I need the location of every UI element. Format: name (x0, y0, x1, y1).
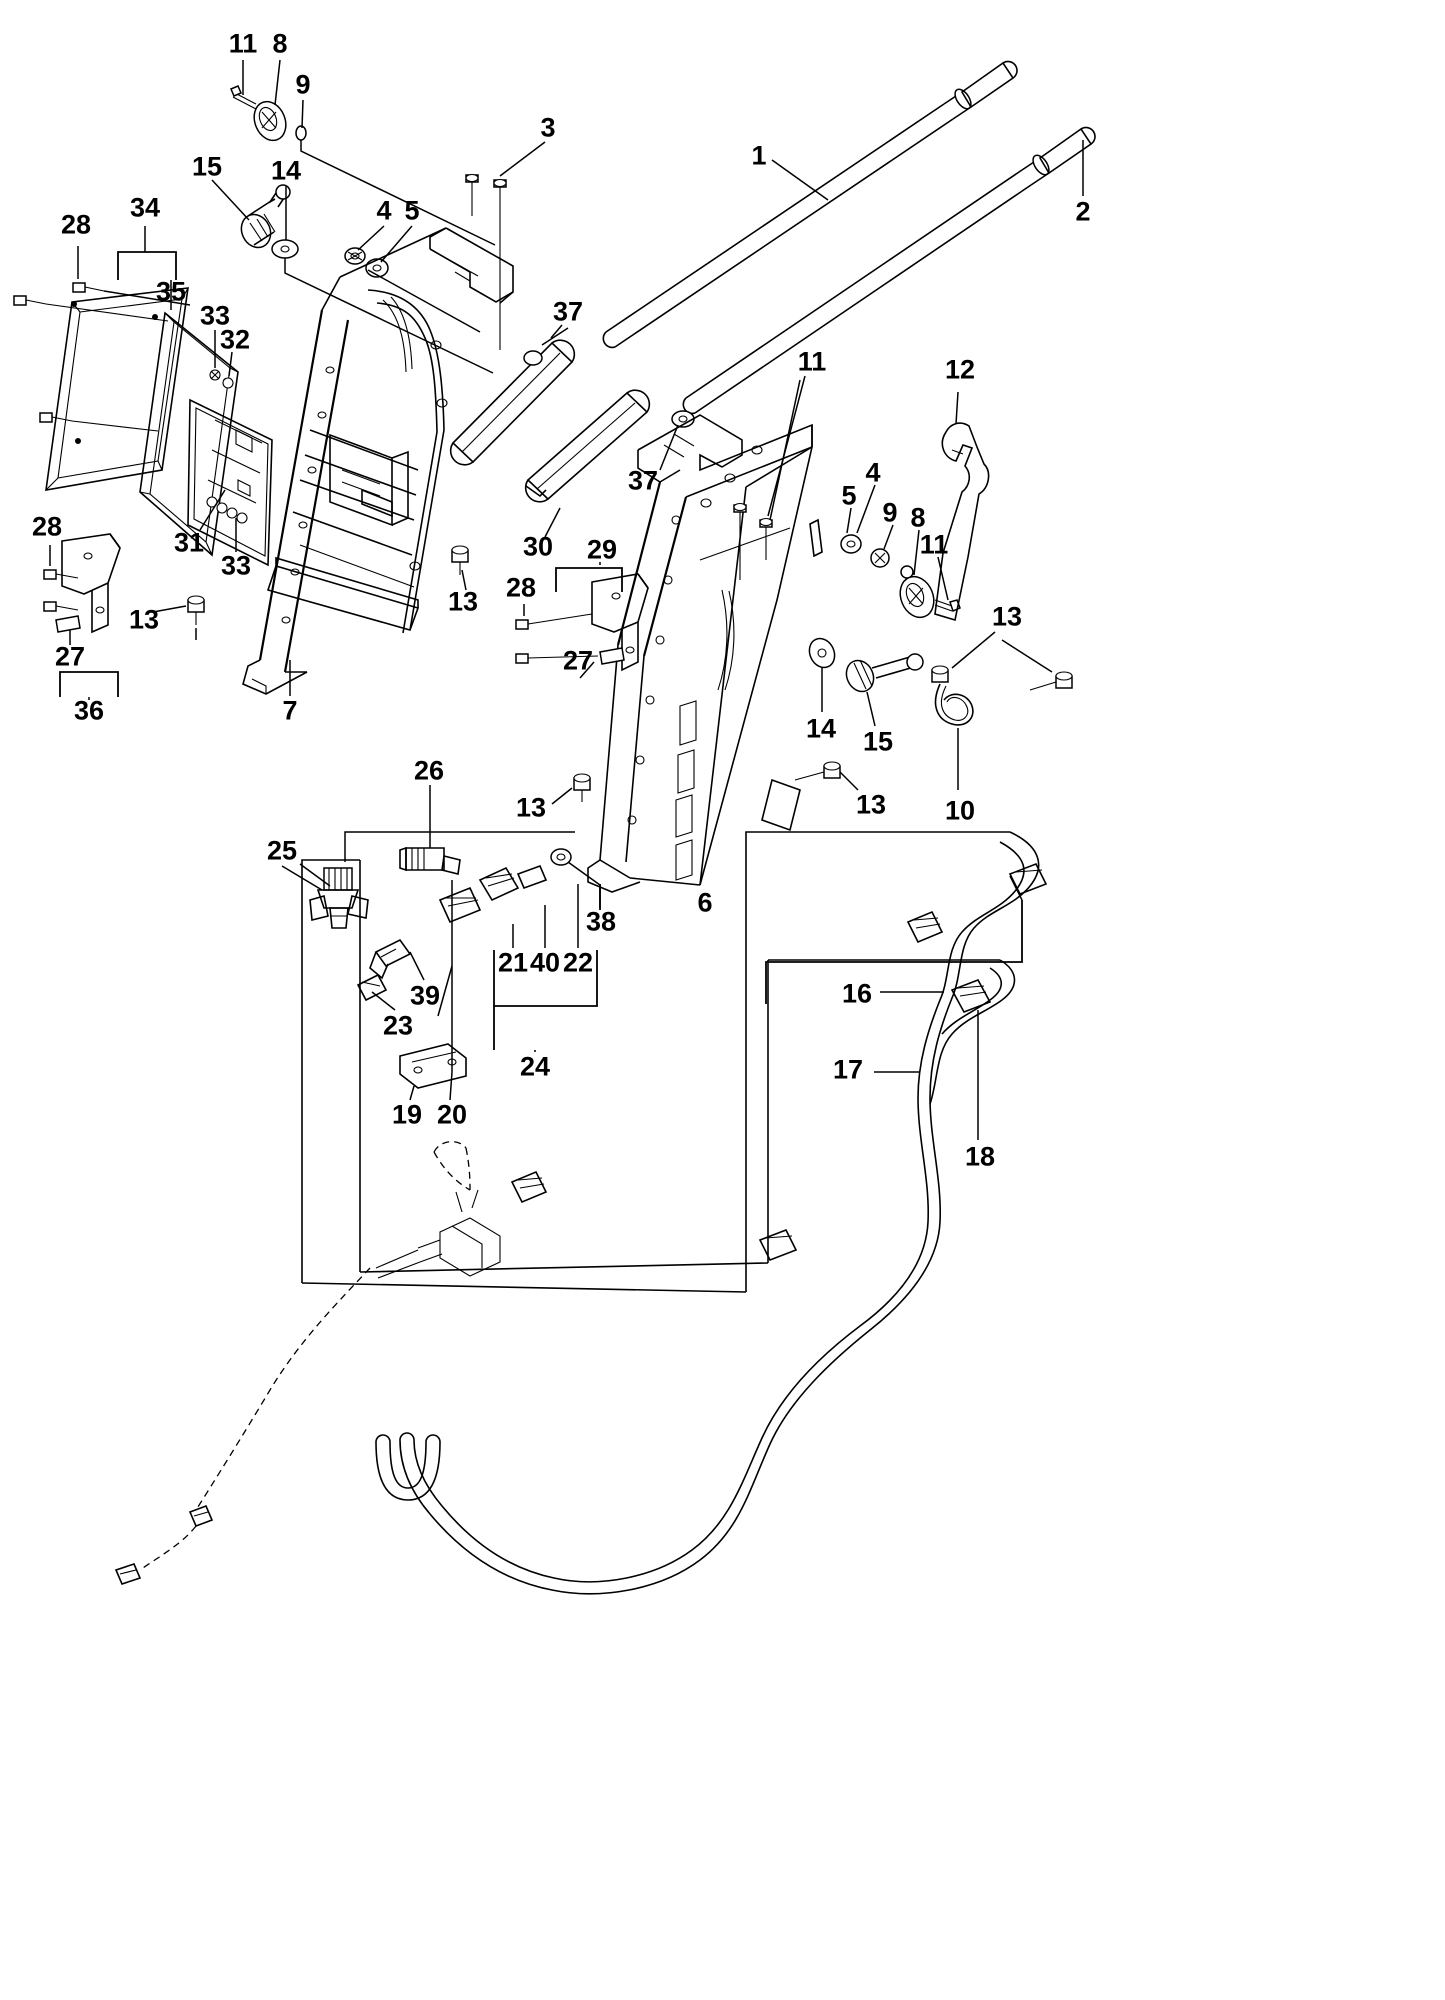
callout-19: 19 (391, 1099, 423, 1130)
callout-36: 36 (73, 695, 105, 726)
callout-28-center: 28 (505, 572, 537, 603)
callout-13-lower-right: 13 (855, 789, 887, 820)
callout-38: 38 (585, 906, 617, 937)
callout-15-left: 15 (191, 151, 223, 182)
callout-13-right: 13 (991, 601, 1023, 632)
callout-11: 11 (228, 28, 258, 59)
callout-33-lower: 33 (220, 550, 252, 581)
callout-4-right: 4 (865, 457, 881, 488)
part-3-bolts (465, 173, 507, 350)
callout-8: 8 (272, 28, 288, 59)
callout-8-right: 8 (910, 502, 926, 533)
part-28-27-29-bracket-center (515, 562, 649, 679)
part-28-screws-left (13, 246, 191, 612)
callout-9-right: 9 (882, 497, 898, 528)
callout-13-left: 13 (128, 604, 160, 635)
callout-16: 16 (841, 978, 873, 1009)
callout-9: 9 (295, 69, 311, 100)
part-2-tube (682, 126, 1096, 415)
callout-22: 22 (562, 947, 594, 978)
part-35-seal-frame (139, 311, 239, 557)
callout-14-left: 14 (270, 155, 302, 186)
callout-33-upper: 33 (199, 300, 231, 331)
part-32-33-fasteners (199, 330, 248, 552)
callout-37-left: 37 (552, 296, 584, 327)
callout-7: 7 (282, 695, 298, 726)
part-8-9-11-knob-assembly (230, 85, 496, 246)
callout-24: 24 (519, 1051, 551, 1082)
callout-31: 31 (173, 527, 205, 558)
bracket-34-35 (117, 226, 177, 310)
callout-13-mid: 13 (447, 586, 479, 617)
part-37-cylinder-left (449, 324, 576, 466)
callout-28-mid-left: 28 (31, 511, 63, 542)
part-7-left-frame (242, 227, 514, 695)
callout-11-right-upper: 11 (797, 346, 827, 377)
callout-1: 1 (751, 140, 767, 171)
callout-27-left: 27 (54, 641, 86, 672)
callout-27-center: 27 (562, 645, 594, 676)
callout-5-left: 5 (404, 195, 420, 226)
part-15-14-lever (240, 184, 494, 374)
callout-26: 26 (413, 755, 445, 786)
callout-12: 12 (944, 354, 976, 385)
valve-block (375, 1141, 501, 1279)
part-13-bolt-left (152, 595, 205, 640)
callout-11-right-lower: 11 (919, 529, 949, 560)
hydraulic-fittings-group (299, 785, 601, 1101)
callout-32: 32 (219, 324, 251, 355)
callout-34: 34 (129, 192, 161, 223)
part-10-lynch-pin (931, 631, 996, 790)
hose-network (114, 831, 1048, 1595)
part-13-bolts-right (551, 639, 1073, 805)
callout-30: 30 (522, 531, 554, 562)
callout-40: 40 (529, 947, 561, 978)
part-4-5-washers (344, 247, 481, 333)
callout-18: 18 (964, 1141, 996, 1172)
part-4-5-8-9-11-right-knob (809, 484, 961, 619)
part-14-15-right-lever (808, 637, 924, 727)
callout-28-top-left: 28 (60, 209, 92, 240)
part-11-bolts-right (733, 379, 801, 580)
callout-6: 6 (697, 887, 713, 918)
callout-10: 10 (944, 795, 976, 826)
callout-14-right: 14 (805, 713, 837, 744)
callout-13-lower-left: 13 (515, 792, 547, 823)
callout-2: 2 (1075, 196, 1091, 227)
callout-23: 23 (382, 1010, 414, 1041)
callout-21: 21 (497, 947, 529, 978)
callout-39: 39 (409, 980, 441, 1011)
callout-29: 29 (586, 534, 618, 565)
part-30-37-cylinder-center (524, 389, 695, 538)
part-6-right-frame (587, 414, 813, 893)
part-13-bolt-left-right (451, 545, 469, 591)
part-27-36-bracket-left (55, 533, 121, 700)
callout-37-center: 37 (627, 465, 659, 496)
part-31-inner-plate (187, 398, 273, 567)
callout-25: 25 (266, 835, 298, 866)
leader-lines (211, 59, 1084, 891)
callout-15-right: 15 (862, 726, 894, 757)
callout-20: 20 (436, 1099, 468, 1130)
part-12-wrench (934, 391, 990, 622)
part-34-panel (45, 287, 189, 491)
callout-3: 3 (540, 112, 556, 143)
callout-5-right: 5 (841, 480, 857, 511)
part-1-tube (602, 60, 1018, 349)
callout-4-left: 4 (376, 195, 392, 226)
callout-35: 35 (155, 276, 187, 307)
callout-17: 17 (832, 1054, 864, 1085)
